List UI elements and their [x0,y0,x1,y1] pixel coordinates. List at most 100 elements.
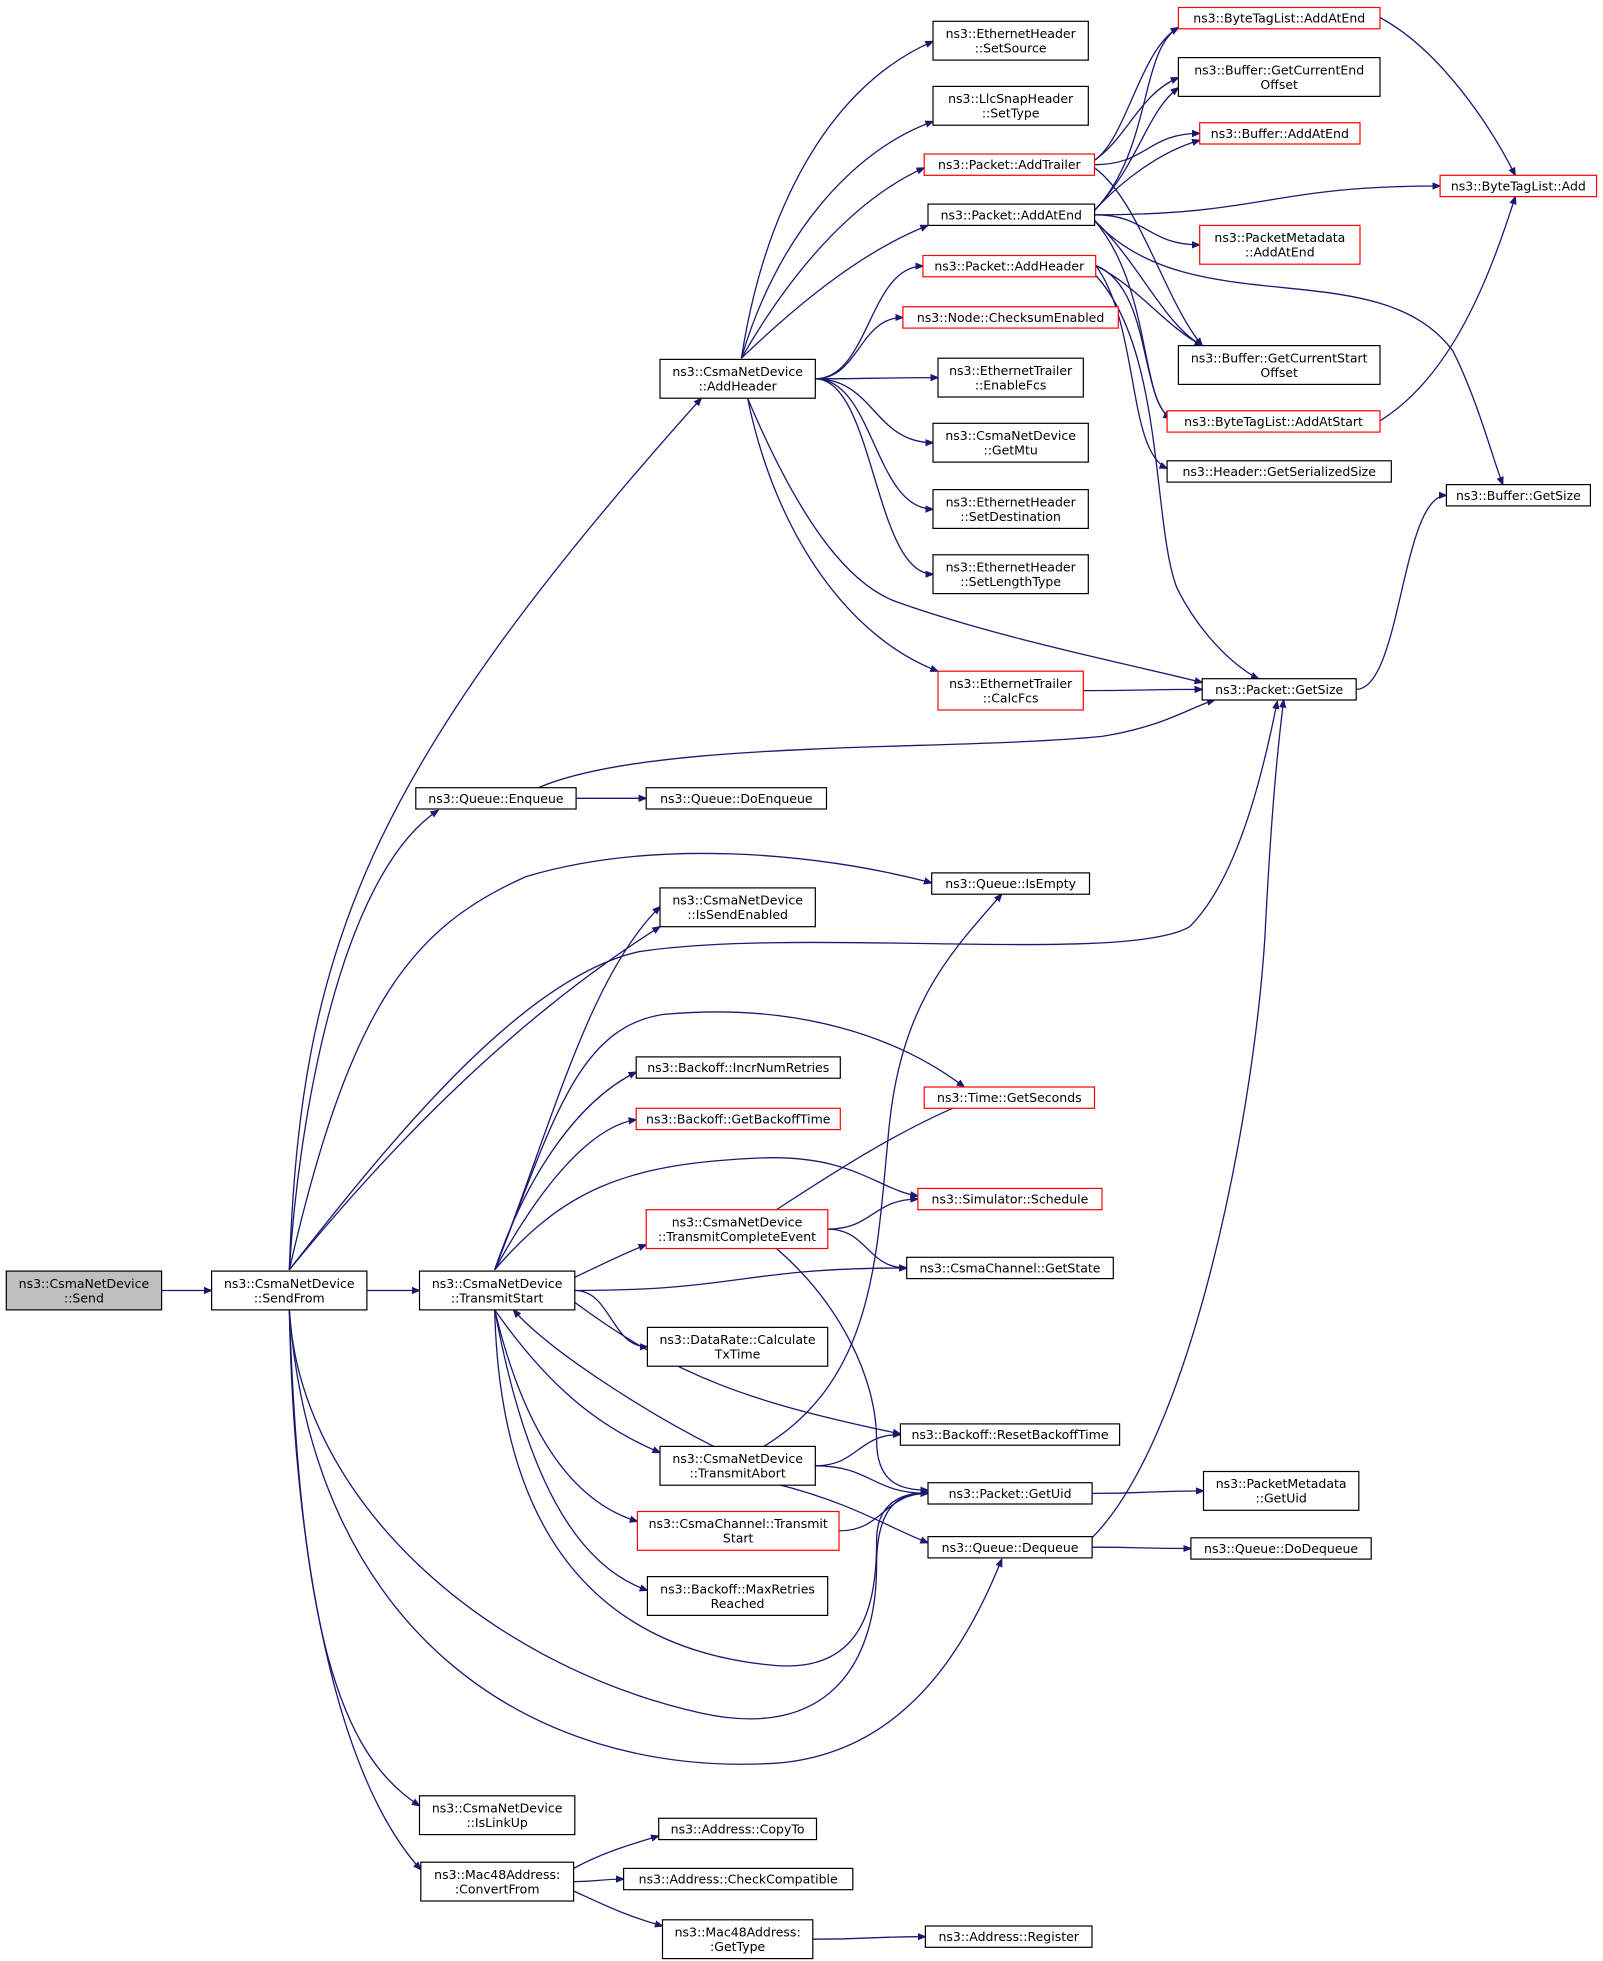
node-llc-settype[interactable]: ns3::LlcSnapHeader::SetType [932,85,1089,126]
node-box [418,1270,576,1311]
edge-line [815,1465,928,1494]
node-pkt-addheader[interactable]: ns3::Packet::AddHeader [922,254,1097,278]
node-label: ::TransmitAbort [690,1466,786,1481]
node-label: ::Send [64,1290,104,1305]
node-box [937,357,1084,398]
node-q-isempty[interactable]: ns3::Queue::IsEmpty [931,872,1091,895]
edge-dev-txabort-to-pkt-getuid [815,1465,928,1494]
edge-line [1091,1547,1191,1548]
node-pm-addatend[interactable]: ns3::PacketMetadata::AddAtEnd [1199,224,1361,265]
edge-sendfrom-to-pkt-getuid [288,1309,928,1720]
node-dev-txstart[interactable]: ns3::CsmaNetDevice::TransmitStart [418,1270,576,1311]
node-btl-add[interactable]: ns3::ByteTagList::Add [1439,174,1598,198]
node-buf-getsize[interactable]: ns3::Buffer::GetSize [1445,484,1592,507]
node-box [658,1817,818,1841]
node-label: ns3::Queue::IsEmpty [945,876,1076,891]
node-addr-register[interactable]: ns3::Address::Register [924,1925,1093,1948]
edge-line [513,1310,715,1447]
edge-sendfrom-to-q-dequeue [288,1309,1003,1765]
node-ch-txstart[interactable]: ns3::CsmaChannel::TransmitStart [636,1510,840,1551]
edge-addheader-dev-to-llc-settype [740,122,933,359]
edge-pkt-addtrailer-to-buf-getcurstart [1094,167,1203,346]
node-ethtr-calcfcs[interactable]: ns3::EthernetTrailer::CalcFcs [937,670,1084,711]
node-mac-convertfrom[interactable]: ns3::Mac48Address::ConvertFrom [420,1861,575,1902]
node-q-dequeue[interactable]: ns3::Queue::Dequeue [927,1535,1093,1559]
node-dev-txcomplete[interactable]: ns3::CsmaNetDevice::TransmitCompleteEven… [645,1209,829,1250]
edge-line [494,1072,637,1271]
edge-dev-txstart-to-dr-calctx [574,1289,648,1347]
node-box [899,1423,1121,1446]
edge-line [1094,167,1203,346]
node-ch-getstate[interactable]: ns3::CsmaChannel::GetState [906,1256,1114,1280]
node-pkt-getuid[interactable]: ns3::Packet::GetUid [927,1482,1093,1505]
edge-dev-txstart-to-sim-schedule [494,1157,918,1271]
edge-line [288,852,931,1270]
node-box [415,787,577,810]
node-q-doenqueue[interactable]: ns3::Queue::DoEnqueue [645,787,828,810]
node-eth-setlentype[interactable]: ns3::EthernetHeader::SetLengthType [932,554,1089,595]
node-ethtr-enablefcs[interactable]: ns3::EthernetTrailer::EnableFcs [937,357,1084,398]
node-mac-gettype[interactable]: ns3::Mac48Address::GetType [661,1919,814,1960]
node-q-dodequeue[interactable]: ns3::Queue::DoDequeue [1190,1537,1372,1560]
edge-q-dequeue-to-pkt-getsize [1091,700,1284,1539]
node-label: ns3::CsmaNetDevice [945,428,1076,443]
edge-sendfrom-to-pkt-getsize [288,701,1277,1271]
node-addheader-dev[interactable]: ns3::CsmaNetDevice::AddHeader [659,358,816,399]
edge-line [838,1493,928,1532]
node-dev-islinkup[interactable]: ns3::CsmaNetDevice::IsLinkUp [418,1795,576,1836]
node-eth-setsource[interactable]: ns3::EthernetHeader::SetSource [932,20,1089,61]
node-bo-getbackoff[interactable]: ns3::Backoff::GetBackoffTime [635,1107,841,1131]
node-btl-addatend[interactable]: ns3::ByteTagList::AddAtEnd [1177,6,1381,30]
edge-line [815,1435,900,1467]
node-label: ::GetMtu [983,442,1037,457]
edge-line [494,1011,965,1271]
edge-line [1094,186,1441,216]
node-q-enqueue[interactable]: ns3::Queue::Enqueue [415,787,577,810]
node-send[interactable]: ns3::CsmaNetDevice::Send [5,1270,163,1311]
edge-line [574,1245,646,1278]
node-box [1166,410,1381,433]
edge-addheader-dev-to-pkt-getsize [747,397,1203,682]
edge-line [573,1890,663,1926]
edge-dev-txabort-to-bo-reset [815,1435,900,1467]
node-dev-issendenabled[interactable]: ns3::CsmaNetDevice::IsSendEnabled [659,887,816,928]
node-time-getseconds[interactable]: ns3::Time::GetSeconds [923,1086,1096,1109]
node-layer: ns3::CsmaNetDevice::Sendns3::CsmaNetDevi… [5,6,1598,1960]
edge-addheader-dev-to-pkt-addtrailer [740,168,924,359]
node-pkt-addatend[interactable]: ns3::Packet::AddAtEnd [927,203,1096,227]
node-box [932,489,1089,530]
node-hdr-getsersize[interactable]: ns3::Header::GetSerializedSize [1166,460,1392,483]
node-dev-txabort[interactable]: ns3::CsmaNetDevice::TransmitAbort [659,1445,816,1486]
node-box [1166,460,1392,483]
node-label: TxTime [714,1347,761,1362]
edge-line [288,1309,928,1720]
edge-line [288,701,1277,1271]
node-bo-reset[interactable]: ns3::Backoff::ResetBackoffTime [899,1423,1121,1446]
node-label: ::SetSource [975,40,1047,55]
node-dev-getmtu[interactable]: ns3::CsmaNetDevice::GetMtu [932,422,1089,463]
edge-line [494,1309,638,1522]
node-bo-incr[interactable]: ns3::Backoff::IncrNumRetries [635,1056,841,1079]
edge-line [1091,700,1284,1539]
node-label: ::GetUid [1256,1491,1307,1506]
edge-line [776,1098,976,1211]
edge-line [812,1937,926,1940]
node-addr-copyto[interactable]: ns3::Address::CopyTo [658,1817,818,1841]
node-pm-getuid[interactable]: ns3::PacketMetadata::GetUid [1202,1470,1360,1511]
node-eth-setdest[interactable]: ns3::EthernetHeader::SetDestination [932,489,1089,530]
node-pkt-getsize[interactable]: ns3::Packet::GetSize [1201,678,1357,701]
node-label: Reached [711,1596,765,1611]
node-pkt-addtrailer[interactable]: ns3::Packet::AddTrailer [923,153,1096,176]
node-btl-addatstart[interactable]: ns3::ByteTagList::AddAtStart [1166,410,1381,433]
edge-dev-txstart-to-pkt-getuid [494,1309,928,1667]
node-node-checksum[interactable]: ns3::Node::ChecksumEnabled [902,306,1119,329]
node-sendfrom[interactable]: ns3::CsmaNetDevice::SendFrom [211,1270,368,1311]
node-sim-schedule[interactable]: ns3::Simulator::Schedule [917,1187,1103,1211]
node-addr-checkcompat[interactable]: ns3::Address::CheckCompatible [622,1867,854,1891]
node-box [635,1056,841,1079]
node-buf-addatend[interactable]: ns3::Buffer::AddAtEnd [1199,122,1361,145]
